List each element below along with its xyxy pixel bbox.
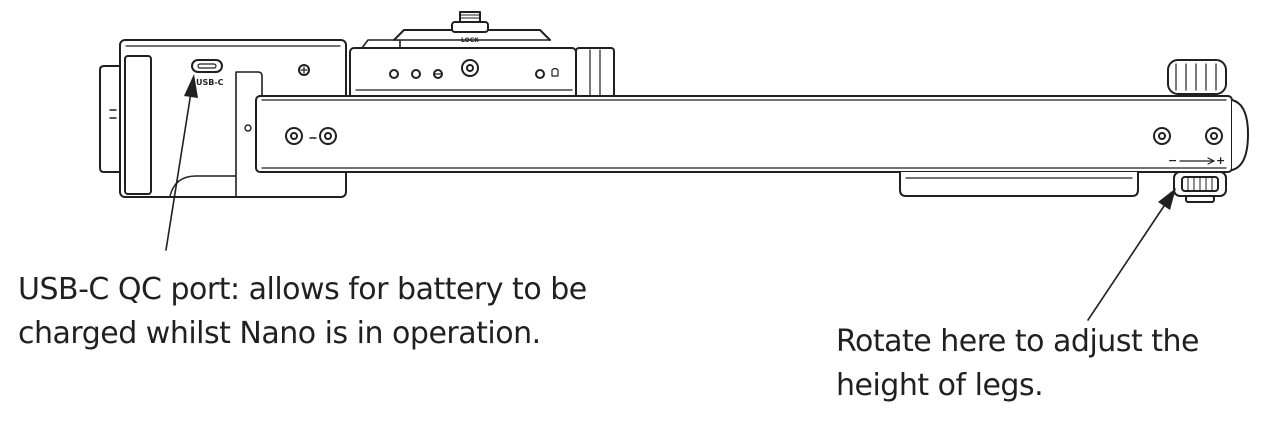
leg-height-adjuster xyxy=(1173,157,1227,203)
slider-rail xyxy=(255,95,1249,173)
usb-callout-line-1: USB-C QC port: allows for battery to be xyxy=(18,272,587,307)
adjuster-leader-line xyxy=(1087,188,1176,321)
usb-callout-line-2: charged whilst Nano is in operation. xyxy=(18,316,541,351)
rotate-callout-line-2: height of legs. xyxy=(836,368,1044,403)
carriage-plate xyxy=(349,29,615,99)
end-knob-icon xyxy=(1167,59,1227,95)
quick-release-screw-icon xyxy=(451,11,489,33)
rotate-callout-line-1: Rotate here to adjust the xyxy=(836,324,1199,359)
leg-adjust-callout: Rotate here to adjust the height of legs… xyxy=(836,320,1199,408)
adjuster-plus-label: + xyxy=(1216,154,1225,167)
usb-port-callout: USB-C QC port: allows for battery to be … xyxy=(18,268,587,356)
usb-c-port-label: USB-C xyxy=(196,78,224,87)
foot-plate xyxy=(899,171,1139,197)
lock-label: LOCK xyxy=(461,37,479,44)
adjuster-minus-label: − xyxy=(1168,154,1177,167)
usb-c-port-icon xyxy=(191,59,223,73)
usb-leader-line xyxy=(165,74,198,251)
